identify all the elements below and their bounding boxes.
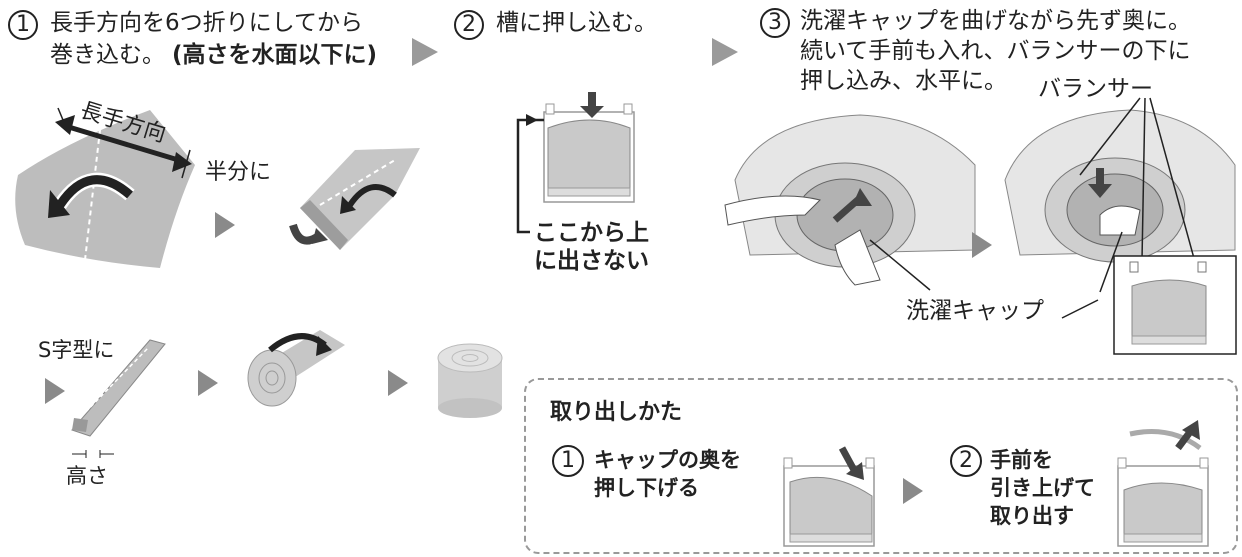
step3-line2: 続いて手前も入れ、バランサーの下に: [800, 38, 1191, 64]
removal-step1-line2: 押し下げる: [594, 476, 699, 500]
wash-cap-label: 洗濯キャップ: [906, 298, 1044, 324]
height-indicator: [72, 450, 114, 458]
not-above-label-2: に出さない: [534, 248, 649, 274]
folded-cloth-illustration: [289, 148, 420, 250]
step2-line1: 槽に押し込む。: [496, 10, 657, 36]
removal-step1-number: 1: [552, 445, 584, 477]
removal-step2-number: 2: [950, 445, 982, 477]
washer-illustration-1: [724, 114, 976, 291]
tub-with-cap-illustration: [516, 92, 635, 234]
removal-step2-line1: 手前を: [990, 448, 1053, 472]
step2-number: 2: [454, 10, 484, 40]
s-strip-illustration: [71, 339, 166, 437]
removal-instructions-box: [524, 378, 1238, 554]
step1-line1: 長手方向を6つ折りにしてから: [50, 10, 363, 36]
height-label: 高さ: [66, 464, 108, 488]
arrow-right-icon: [972, 232, 992, 258]
balancer-pointer-lines: [1079, 97, 1196, 263]
flat-cloth-illustration: [15, 110, 195, 268]
arrow-right-icon: [903, 478, 923, 504]
not-above-label-1: ここから上: [534, 220, 649, 246]
step3-number: 3: [760, 8, 790, 38]
step-arrow-icon: [412, 38, 438, 66]
s-shape-label: S字型に: [38, 338, 115, 362]
step1-line2a: 巻き込む。: [50, 42, 165, 68]
arrow-right-icon: [45, 378, 65, 404]
step3-line1: 洗濯キャップを曲げながら先ず奥に。: [800, 8, 1191, 34]
arrow-right-icon: [388, 370, 408, 396]
removal-step2-line2: 引き上げて: [990, 476, 1095, 500]
zoom-inset: [1113, 255, 1237, 355]
step1-number: 1: [8, 10, 38, 40]
rolled-cloth-illustration: [247, 330, 345, 407]
step1-line2b: (高さを水面以下に): [172, 42, 378, 68]
arrow-right-icon: [198, 370, 218, 396]
roll-cylinder-illustration: [437, 343, 503, 418]
half-label: 半分に: [205, 160, 272, 185]
balancer-label: バランサー: [1038, 76, 1153, 102]
arrow-right-icon: [215, 212, 235, 238]
removal-step1-line1: キャップの奥を: [594, 448, 741, 472]
removal-title: 取り出しかた: [550, 400, 683, 425]
double-arrow-icon: [55, 107, 192, 179]
removal-illustration-1: [783, 446, 875, 547]
step3-line3: 押し込み、水平に。: [800, 68, 1007, 94]
step-arrow-icon: [712, 38, 738, 66]
washer-illustration-2: [1004, 109, 1236, 319]
removal-illustration-2: [1117, 420, 1209, 547]
removal-step2-line3: 取り出す: [990, 504, 1074, 528]
